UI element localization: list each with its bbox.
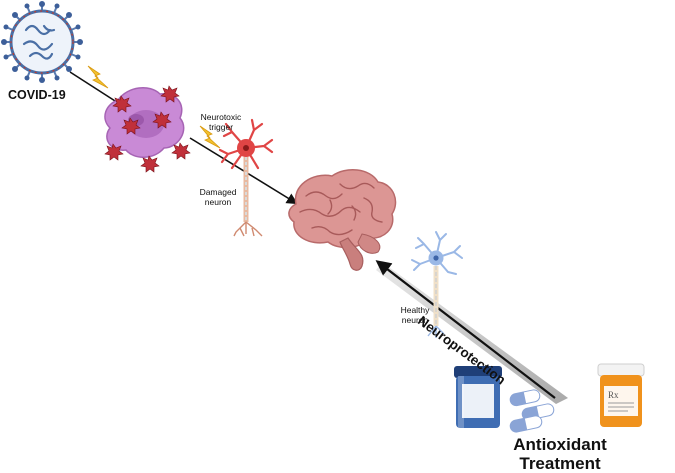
healthy-neuron-line2: neuron (401, 315, 429, 325)
damaged-neuron-line2: neuron (204, 197, 232, 207)
antioxidant-treatment-label: Antioxidant Treatment (505, 435, 615, 473)
capsule-icon (509, 389, 555, 433)
damaged-neuron-icon (218, 118, 274, 237)
rx-symbol: Rx (608, 390, 619, 400)
brain-icon (288, 169, 397, 271)
treatment-line2: Treatment (519, 454, 601, 473)
healthy-neuron-line1: Healthy (400, 305, 430, 315)
healthy-neuron-icon (411, 231, 463, 338)
blue-bottle-icon (454, 366, 502, 428)
treatment-line1: Antioxidant (513, 435, 607, 454)
rx-bottle-icon: Rx (597, 363, 645, 427)
microglia-to-brain-arrow (189, 137, 298, 205)
damaged-neuron-label: Damaged neuron (192, 187, 244, 207)
cytokine-icon (104, 85, 191, 173)
treatment-to-brain-arrow (375, 260, 556, 399)
neurotoxic-trigger-line2: trigger (208, 122, 234, 132)
lightning-icon (199, 125, 221, 149)
neurotoxic-trigger-label: Neurotoxic trigger (192, 112, 250, 132)
neurotoxic-trigger-line1: Neurotoxic (200, 112, 242, 122)
lightning-icon (87, 65, 109, 89)
damaged-neuron-line1: Damaged (199, 187, 237, 197)
virus-icon (1, 1, 83, 83)
healthy-neuron-label: Healthy neuron (392, 305, 438, 325)
covid-label: COVID-19 (8, 88, 66, 102)
